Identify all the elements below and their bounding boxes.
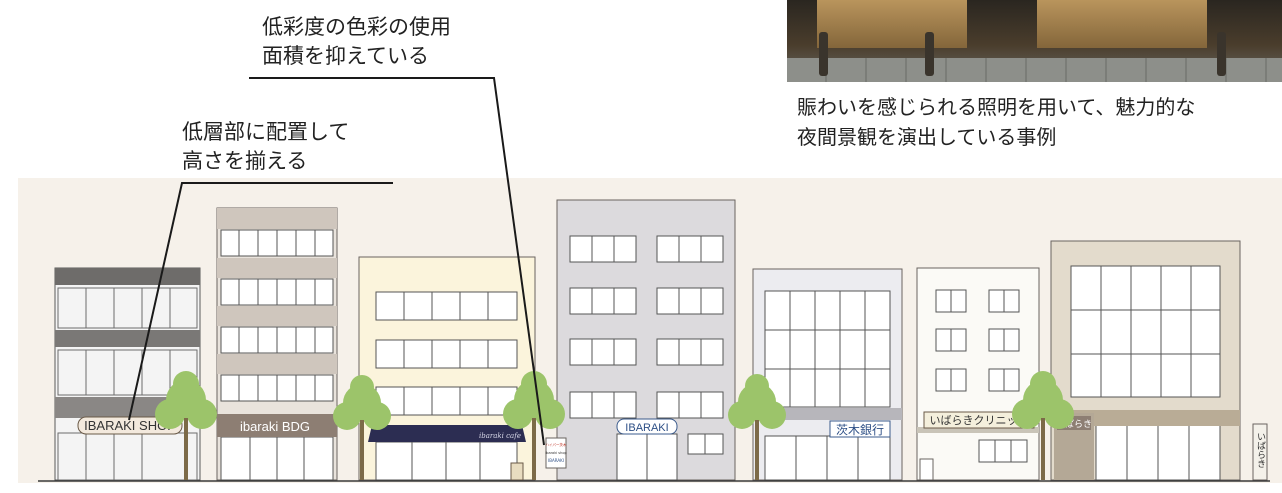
- sign-ibaraki-jp-text: いばらき: [1056, 419, 1092, 430]
- night-lighting-photo: [787, 0, 1282, 82]
- small-signboard: [545, 437, 567, 469]
- callout-height-line-2: 高さを揃える: [182, 149, 308, 173]
- building-ibaraki-bdg: ibaraki BDG: [216, 207, 338, 481]
- tree: [333, 375, 391, 480]
- awning: [368, 425, 526, 442]
- small-board-text-1: ハイパー茨木: [546, 442, 567, 447]
- tree: [503, 371, 565, 480]
- building-bank: 茨木銀行: [752, 268, 903, 481]
- cafe-board: [510, 462, 524, 481]
- building-clinic: いばらきクリニック: [916, 267, 1040, 481]
- awning-cafe-text: ibaraki cafe: [479, 432, 521, 440]
- callout-color-line-1: 低彩度の色彩の使用: [262, 15, 451, 39]
- building-cafe: ibaraki cafe: [358, 256, 536, 481]
- vertical-sign: いばらき: [1252, 423, 1268, 481]
- leader-line-color: [249, 77, 545, 446]
- sign-clinic-text: いばらきクリニック: [930, 414, 1029, 427]
- street-trees: [155, 371, 1074, 480]
- tree: [728, 374, 786, 480]
- callout-color-line-2: 面積を抑えている: [262, 44, 429, 68]
- building-ibaraki-shop: IBARAKI SHOP: [54, 267, 201, 481]
- photo-caption: 賑わいを感じられる照明を用いて、魅力的な 夜間景観を演出している事例: [797, 92, 1267, 152]
- sign-ibaraki-bdg-text: ibaraki BDG: [240, 419, 310, 434]
- callout-height-line-1: 低層部に配置して: [182, 120, 350, 144]
- sign-ibaraki-text: IBARAKI: [625, 422, 668, 434]
- leader-line-height: [128, 182, 393, 421]
- vertical-sign-text: いばらき: [1255, 432, 1266, 468]
- sign-ibaraki: [616, 418, 678, 435]
- tree: [155, 371, 217, 480]
- building-ibaraki-tall: IBARAKI ハイパー茨木 ibaraki shop IBARAKI: [545, 199, 736, 481]
- small-board-text-3: IBARAKI: [548, 458, 564, 463]
- building-ibaraki-jp: いばらき: [1050, 240, 1241, 481]
- clinic-board: [919, 458, 934, 481]
- photo-caption-line-2: 夜間景観を演出している事例: [797, 125, 1057, 149]
- photo-caption-line-1: 賑わいを感じられる照明を用いて、魅力的な: [797, 95, 1196, 119]
- sign-bank-text: 茨木銀行: [836, 423, 884, 437]
- callout-color: 低彩度の色彩の使用 面積を抑えている: [262, 13, 451, 71]
- small-board-text-2: ibaraki shop: [545, 451, 567, 455]
- tree: [1012, 371, 1074, 480]
- sign-ibaraki-bdg: [217, 414, 337, 437]
- sign-ibaraki-shop-text: IBARAKI SHOP: [84, 418, 176, 433]
- callout-height: 低層部に配置して 高さを揃える: [182, 118, 349, 176]
- sign-bank: [829, 420, 891, 438]
- leader-lines: [128, 77, 545, 446]
